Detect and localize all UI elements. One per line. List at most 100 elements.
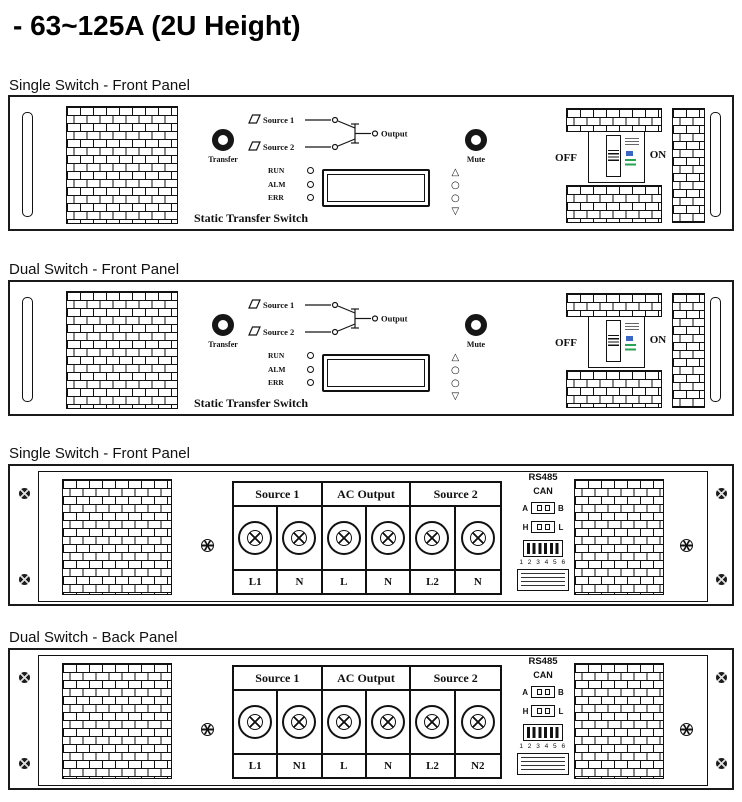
terminal-icon [238,705,273,739]
source2-icon [248,326,261,336]
terminal-icon [371,521,406,555]
err-led-label: ERR [268,378,284,387]
transfer-button [212,129,234,151]
terminal-label: L1 [234,569,279,593]
terminal-cell [278,691,323,753]
breaker-green-indicator [625,159,636,167]
pin-b-label: B [558,503,564,513]
down-key-icon: ▽ [451,206,460,217]
breaker-on-label: ON [649,334,667,346]
terminal-label: N1 [278,753,323,777]
run-led [307,167,314,174]
vent-grille [566,185,662,223]
connector-icon [531,686,555,698]
breaker-toggle [606,320,621,362]
output-label: Output [381,314,408,324]
terminal-headers: Source 1 AC Output Source 2 [234,667,500,691]
run-led-row: RUN [268,166,314,175]
terminal-headers: Source 1 AC Output Source 2 [234,483,500,507]
vent-grille [672,108,705,223]
dip-switch [523,724,563,741]
connector-icon [531,521,556,533]
terminal-cell [278,507,323,569]
terminal-block: Source 1 AC Output Source 2 L1 N1 L N L2… [232,665,502,779]
alm-led [307,366,314,373]
terminal-screw-icon [335,530,352,546]
screw-icon [680,723,693,736]
terminal-screw-icon [469,530,486,546]
header-source1: Source 1 [234,483,323,507]
terminal-labels: L1 N1 L N L2 N2 [234,753,500,777]
screw-icon [19,758,30,769]
dip-switch-bars [527,543,559,554]
run-led-label: RUN [268,351,285,360]
wiring-lines [248,114,379,151]
rs485-label: RS485 [528,472,558,483]
vent-grille [566,293,662,317]
source1-icon [248,299,261,309]
terminal-icon [460,521,495,555]
terminal-label: N [278,569,323,593]
terminal-icon [415,521,450,555]
breaker-blue-indicator [626,336,633,341]
terminal-icon [282,705,317,739]
up-key-icon: △ [451,167,460,178]
can-label: CAN [533,670,553,680]
vent-grille [574,479,664,595]
terminal-cell [456,691,500,753]
terminal-cell [323,691,367,753]
header-source1: Source 1 [234,667,323,691]
lcd-display [322,354,430,392]
can-connector-row: H L [512,521,574,533]
breaker-toggle [606,135,621,177]
round-key-icon: ○ [451,378,460,389]
can-connector-row: H L [512,705,574,717]
screw-icon [716,574,727,585]
breaker-on-label: ON [649,149,667,161]
terminal-icon [326,705,361,739]
can-label: CAN [533,486,553,496]
down-key-icon: ▽ [451,391,460,402]
dip-numbers: 1 2 3 4 5 6 [519,559,567,566]
header-ac-output: AC Output [322,667,412,691]
terminal-icon [371,705,406,739]
transfer-button [212,314,234,336]
connector-icon [531,705,556,717]
terminal-cell [411,507,456,569]
terminal-label: L2 [411,753,456,777]
breaker-ridges [608,335,619,348]
pin-l-label: L [558,522,564,532]
dip-legend [517,569,569,591]
vent-grille [62,663,172,779]
circuit-breaker [588,131,645,183]
comms-area: RS485 CAN A B H L 1 2 3 4 5 6 [512,650,574,790]
vent-grille [66,291,178,409]
round-key-icon: ○ [451,365,460,376]
mute-label: Mute [466,340,486,349]
terminal-label: N [366,569,412,593]
terminal-screw-icon [335,714,352,730]
header-source2: Source 2 [411,667,500,691]
source2-label: Source 2 [263,327,294,337]
device-name: Static Transfer Switch [194,396,308,410]
mute-label: Mute [466,155,486,164]
screw-icon [19,488,30,499]
rs485-connector-row: A B [512,686,574,698]
rs485-label: RS485 [528,656,558,667]
terminal-icon [460,705,495,739]
err-led-label: ERR [268,193,284,202]
terminal-label: N [455,569,500,593]
lcd-screen [327,359,425,387]
breaker-off-label: OFF [555,337,577,349]
pin-h-label: H [522,706,529,716]
section-label: Dual Switch - Back Panel [9,629,178,646]
panel-inner-frame [38,655,708,786]
terminal-label: L [322,569,367,593]
page-title: - 63~125A (2U Height) [13,10,301,41]
terminal-label: N [366,753,412,777]
section-label: Dual Switch - Front Panel [9,261,180,278]
terminal-block: Source 1 AC Output Source 2 L1 N L N L2 … [232,481,502,595]
terminal-cell [456,507,500,569]
run-led-row: RUN [268,351,314,360]
keypad: △ ○ ○ ▽ [451,167,460,217]
